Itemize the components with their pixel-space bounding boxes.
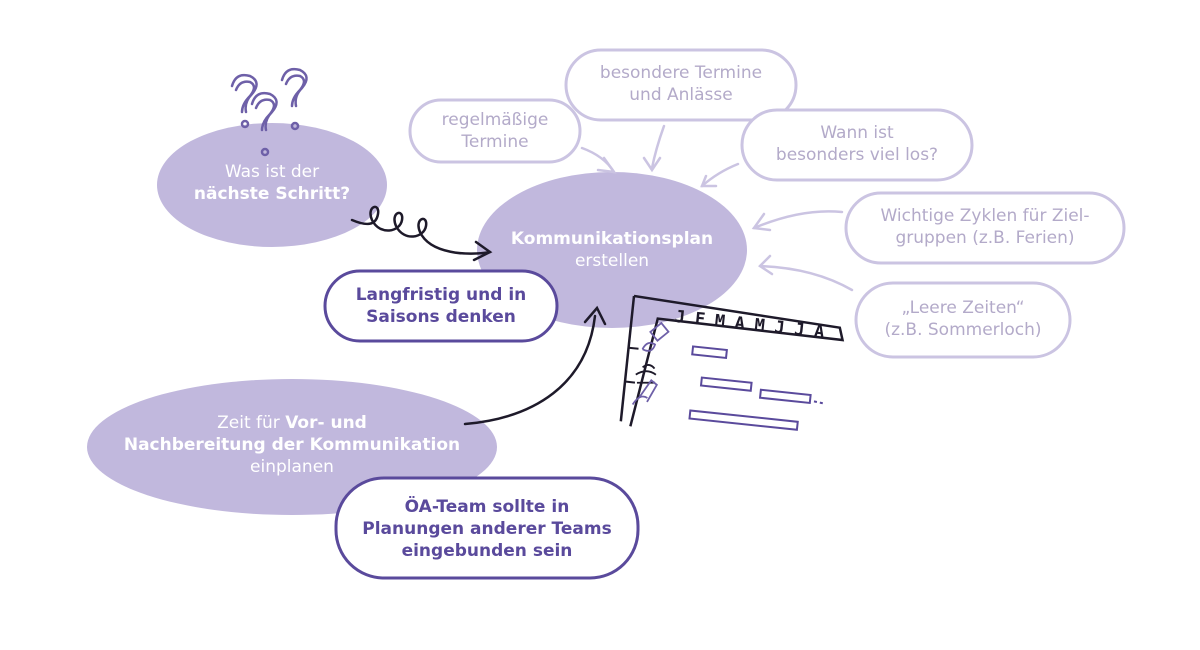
- center-title: Kommunikationsplan: [510, 229, 714, 249]
- question-bubble-text: Was ist der nächste Schritt?: [172, 161, 372, 205]
- tip-bubble-2-line-2: Planungen anderer Teams: [362, 519, 612, 540]
- calendar-icon-1: [641, 321, 670, 352]
- center-bubble-text: Kommunikationsplan erstellen: [487, 228, 737, 272]
- prep-line-3: einplanen: [250, 457, 334, 478]
- outline-bubble-4-text: Wichtige Zyklen für Ziel- gruppen (z.B. …: [846, 205, 1124, 249]
- calendar-bar-4: [688, 409, 799, 431]
- tip-bubble-1-text: Langfristig und in Saisons denken: [325, 284, 557, 328]
- month-label: A: [813, 321, 827, 343]
- outline-bubble-5-line-2: (z.B. Sommerloch): [884, 320, 1042, 341]
- outline-bubble-1-text: regelmäßige Termine: [410, 109, 580, 153]
- outline-bubble-2-line-1: besondere Termine: [599, 63, 763, 83]
- calendar-icon-3: [631, 378, 658, 405]
- tip-bubble-2-shape: [334, 476, 640, 580]
- pale-arrows-icon: [580, 124, 854, 292]
- prep-bubble-text: Zeit für Vor- und Nachbereitung der Komm…: [97, 412, 487, 478]
- prep-line-1-bold: Vor- und: [285, 413, 367, 433]
- question-line-2: nächste Schritt?: [193, 184, 351, 205]
- calendar-icon-2: [635, 364, 657, 384]
- question-marks-icon: [230, 67, 308, 157]
- month-label: M: [713, 311, 727, 333]
- calendar-bar-3: [758, 388, 812, 405]
- tip-bubble-1-line-1: Langfristig und in: [355, 285, 527, 305]
- month-label: J: [673, 307, 688, 329]
- outline-bubble-2-text: besondere Termine und Anlässe: [566, 62, 796, 106]
- calendar-bar-2: [699, 376, 753, 392]
- center-subtitle: erstellen: [574, 251, 650, 272]
- outline-bubble-1-line-1: regelmäßige: [441, 110, 549, 130]
- outline-bubble-1-shape: [408, 98, 582, 164]
- calendar-bar-1: [691, 345, 728, 360]
- month-label: M: [753, 315, 767, 337]
- outline-bubble-3-line-2: besonders viel los?: [775, 145, 939, 166]
- prep-line-2: Nachbereitung der Kommunikation: [123, 435, 461, 456]
- outline-bubble-5-line-1: „Leere Zeiten“: [901, 298, 1025, 318]
- tip-bubble-2-line-1: ÖA-Team sollte in: [404, 497, 570, 517]
- month-label: A: [733, 313, 747, 335]
- outline-bubble-2-shape: [564, 48, 798, 122]
- outline-bubble-4-line-1: Wichtige Zyklen für Ziel-: [880, 206, 1090, 226]
- tip-bubble-1-shape: [323, 269, 559, 343]
- outline-bubble-2-line-2: und Anlässe: [629, 85, 733, 106]
- outline-bubble-3-text: Wann ist besonders viel los?: [742, 122, 972, 166]
- outline-bubble-1-line-2: Termine: [461, 132, 529, 153]
- prep-arrow-icon: [463, 305, 607, 426]
- month-label: F: [693, 309, 708, 331]
- tip-bubble-2-line-3: eingebunden sein: [401, 541, 573, 562]
- outline-bubble-5-shape: [854, 281, 1072, 359]
- outline-bubble-3-shape: [740, 108, 974, 182]
- outline-bubble-4-shape: [844, 191, 1126, 265]
- question-blob: [157, 123, 387, 247]
- outline-bubble-4-line-2: gruppen (z.B. Ferien): [895, 228, 1075, 249]
- outline-bubble-5-text: „Leere Zeiten“ (z.B. Sommerloch): [856, 297, 1070, 341]
- curly-arrow-icon: [350, 205, 493, 262]
- calendar-sketch: [619, 294, 845, 431]
- prep-line-1: Zeit für Vor- und: [97, 412, 487, 434]
- prep-line-1-prefix: Zeit für: [217, 413, 286, 433]
- question-line-1: Was ist der: [224, 162, 320, 182]
- month-label: J: [793, 319, 807, 341]
- outline-bubble-3-line-1: Wann ist: [820, 123, 894, 143]
- tip-bubble-1-line-2: Saisons denken: [366, 307, 516, 328]
- month-label: J: [773, 317, 787, 339]
- tip-bubble-2-text: ÖA-Team sollte in Planungen anderer Team…: [336, 496, 638, 562]
